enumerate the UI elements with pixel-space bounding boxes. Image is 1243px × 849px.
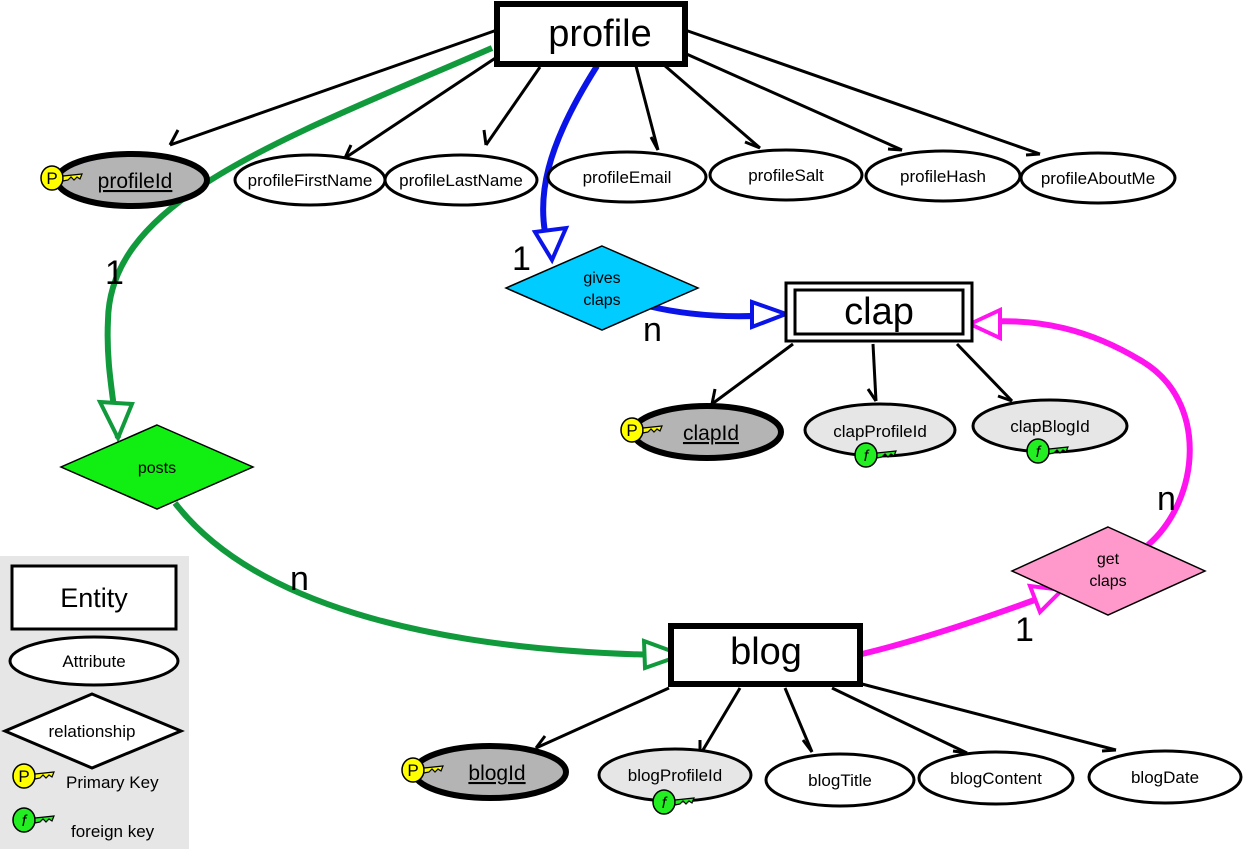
entity-clap-label: clap	[844, 291, 914, 333]
attribute-clapProfileId[interactable]: clapProfileId	[803, 402, 957, 468]
attribute-connectors	[168, 28, 1117, 756]
cardinality-blog-get: 1	[1015, 611, 1034, 649]
attribute-blogProfileId-label: blogProfileId	[628, 766, 723, 785]
cardinality-get-clap: n	[1157, 480, 1176, 518]
get-clap-line	[984, 318, 1193, 548]
attribute-blogId[interactable]: blogId	[401, 743, 569, 801]
attribute-profileEmail[interactable]: profileEmail	[546, 150, 708, 204]
legend-attribute: Attribute	[8, 635, 180, 687]
attribute-profileHash[interactable]: profileHash	[864, 149, 1022, 203]
attribute-profileHash-label: profileHash	[900, 167, 986, 186]
get-claps-label-line2: claps	[1089, 573, 1126, 590]
clap-arrowhead-magenta	[965, 306, 1002, 342]
gives-arrowhead	[531, 225, 570, 265]
blog-get-line	[861, 595, 1042, 657]
clap-arrowhead-blue	[750, 299, 792, 330]
entity-profile[interactable]: profile	[494, 1, 688, 67]
attribute-clapId-label: clapId	[683, 422, 739, 445]
attribute-blogTitle[interactable]: blogTitle	[764, 752, 916, 808]
profile-posts-line	[104, 45, 494, 439]
legend: Entity Attribute relationship Primary Ke…	[1, 564, 185, 841]
entity-profile-label: profile	[548, 13, 652, 55]
legend-foreign-key-label: foreign key	[71, 822, 155, 841]
attribute-profileEmail-label: profileEmail	[583, 168, 672, 187]
legend-attribute-label: Attribute	[62, 652, 125, 671]
attribute-profileAboutMe[interactable]: profileAboutMe	[1019, 151, 1177, 205]
attribute-blogDate-label: blogDate	[1131, 768, 1199, 787]
cardinality-gives-clap: n	[643, 311, 662, 349]
posts-blog-line	[172, 501, 661, 658]
attribute-clapId[interactable]: clapId	[620, 403, 784, 461]
get-claps-label-line1: get	[1097, 551, 1120, 568]
relationship-gives-claps[interactable]: gives claps	[504, 245, 700, 331]
posts-label: posts	[138, 460, 176, 477]
relationship-get-claps[interactable]: get claps	[1010, 526, 1207, 616]
attribute-profileAboutMe-label: profileAboutMe	[1041, 169, 1155, 188]
attribute-blogContent-label: blogContent	[950, 769, 1042, 788]
attribute-profileId-label: profileId	[98, 170, 173, 193]
blog-arrowhead	[641, 638, 688, 671]
legend-entity-label: Entity	[60, 583, 128, 613]
legend-relationship-label: relationship	[49, 722, 136, 741]
attribute-profileId[interactable]: profileId	[40, 151, 210, 209]
attribute-clapProfileId-label: clapProfileId	[833, 422, 927, 441]
attribute-blogId-label: blogId	[468, 762, 525, 785]
attribute-blogContent[interactable]: blogContent	[917, 750, 1075, 806]
attribute-profileFirstName-label: profileFirstName	[248, 171, 373, 190]
entity-blog-label: blog	[730, 631, 802, 673]
attribute-profileFirstName[interactable]: profileFirstName	[233, 153, 387, 207]
attribute-clapBlogId-label: clapBlogId	[1010, 417, 1089, 436]
cardinality-profile-posts: 1	[105, 254, 124, 292]
cardinality-posts-blog: n	[290, 560, 309, 598]
attribute-blogProfileId[interactable]: blogProfileId	[597, 747, 753, 815]
legend-entity: Entity	[10, 564, 178, 631]
legend-primary-key: Primary Key	[12, 763, 159, 792]
legend-relationship: relationship	[1, 692, 185, 770]
cardinality-profile-gives: 1	[512, 240, 531, 278]
attribute-clapBlogId[interactable]: clapBlogId	[971, 398, 1129, 464]
legend-primary-key-label: Primary Key	[66, 773, 159, 792]
attribute-profileSalt-label: profileSalt	[748, 166, 824, 185]
get-arrowhead	[1026, 583, 1067, 616]
attribute-blogTitle-label: blogTitle	[808, 771, 872, 790]
posts-arrowhead	[96, 399, 135, 443]
legend-foreign-key: foreign key	[12, 807, 155, 841]
gives-claps-label-line1: gives	[583, 270, 620, 287]
attribute-profileSalt[interactable]: profileSalt	[708, 148, 864, 202]
attribute-profileLastName-label: profileLastName	[399, 171, 523, 190]
entity-blog[interactable]: blog	[668, 623, 863, 687]
entity-clap[interactable]: clap	[784, 281, 974, 343]
relationship-posts[interactable]: posts	[59, 424, 255, 510]
attribute-profileLastName[interactable]: profileLastName	[383, 153, 539, 207]
attribute-blogDate[interactable]: blogDate	[1087, 749, 1243, 805]
gives-claps-label-line2: claps	[583, 292, 620, 309]
